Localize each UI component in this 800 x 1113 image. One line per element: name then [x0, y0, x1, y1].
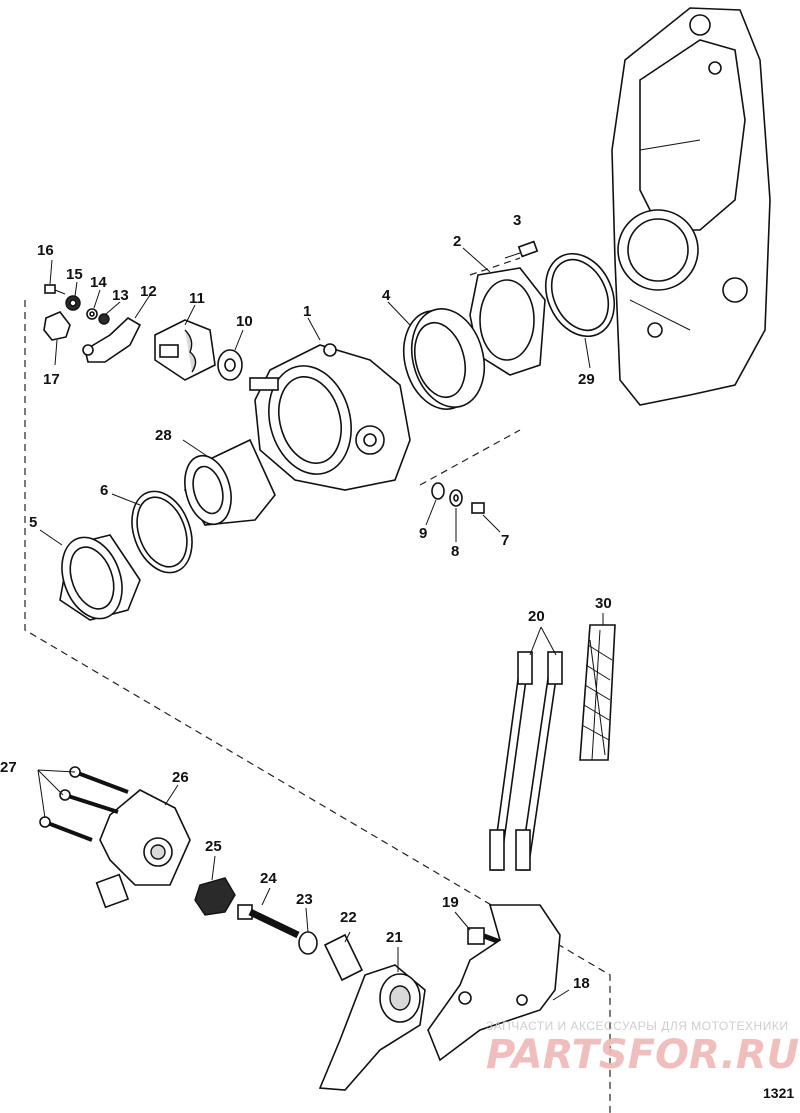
- part-7-screw: [471, 502, 485, 514]
- part-17-spacer: [43, 311, 71, 341]
- part-30-mesh-sleeve: [579, 624, 616, 761]
- part-11-bracket-spring: [154, 319, 216, 381]
- part-16-screw: [44, 284, 66, 295]
- callout-labels: 1 2 3 4 5 6 7 8 9 10 11 12 13 14 15 16 1…: [0, 212, 612, 992]
- callout-22: 22: [340, 909, 357, 926]
- part-9-washer: [431, 482, 445, 500]
- callout-14: 14: [90, 274, 107, 291]
- part-14-washer: [86, 308, 98, 320]
- callout-6: 6: [100, 482, 108, 499]
- callout-1: 1: [303, 303, 311, 320]
- watermark: ЗАПЧАСТИ И АКСЕССУАРЫ ДЛЯ МОТОТЕХНИКИ PA…: [486, 1019, 799, 1078]
- callout-5: 5: [29, 514, 37, 531]
- watermark-logo: PARTSFOR.RU: [486, 1032, 799, 1078]
- part-13-nut: [98, 313, 110, 325]
- callout-12: 12: [140, 283, 157, 300]
- part-29-clamp-ring: [544, 252, 616, 338]
- callout-29: 29: [578, 371, 595, 388]
- part-1-housing: [249, 343, 411, 491]
- part-5-bellows: [59, 534, 141, 621]
- part-6-band: [131, 490, 193, 574]
- callout-28: 28: [155, 427, 172, 444]
- part-24-pin: [237, 904, 300, 939]
- callout-7: 7: [501, 532, 509, 549]
- figure-number: 1321: [763, 1085, 794, 1101]
- callout-9: 9: [419, 525, 427, 542]
- part-27-screws: [39, 766, 129, 842]
- part-2-gasket: [469, 267, 546, 376]
- watermark-tagline: ЗАПЧАСТИ И АКСЕССУАРЫ ДЛЯ МОТОТЕХНИКИ: [486, 1019, 788, 1033]
- callout-27: 27: [0, 759, 17, 776]
- callout-11: 11: [189, 290, 205, 307]
- part-8-washer: [449, 489, 463, 507]
- callout-15: 15: [66, 266, 83, 283]
- callout-17: 17: [43, 371, 60, 388]
- part-4-seal: [403, 308, 485, 410]
- callout-25: 25: [205, 838, 222, 855]
- leader-lines: [37, 247, 604, 1001]
- callout-18: 18: [573, 975, 590, 992]
- part-15-nut: [65, 295, 81, 311]
- part-18-bracket: [427, 904, 561, 1062]
- callout-10: 10: [236, 313, 253, 330]
- callout-19: 19: [442, 894, 459, 911]
- callout-8: 8: [451, 543, 459, 560]
- part-20-hoses: [489, 651, 563, 871]
- callout-13: 13: [112, 287, 129, 304]
- part-12-lever: [82, 317, 142, 363]
- part-19-bolt: [467, 927, 501, 945]
- part-26-actuator: [95, 789, 191, 909]
- part-10-washer: [217, 349, 243, 381]
- part-25-cam: [194, 877, 236, 916]
- exhaust-housing: [611, 7, 771, 406]
- callout-20: 20: [528, 608, 545, 625]
- callout-26: 26: [172, 769, 189, 786]
- callout-21: 21: [386, 929, 403, 946]
- callout-24: 24: [260, 870, 277, 887]
- part-28-cone: [184, 438, 276, 526]
- callout-2: 2: [453, 233, 461, 250]
- part-22-bushing: [323, 933, 364, 982]
- callout-3: 3: [513, 212, 521, 229]
- callout-4: 4: [382, 287, 391, 304]
- assembly-guide-lines: [24, 257, 611, 1113]
- callout-23: 23: [296, 891, 313, 908]
- part-21-lever-arm: [318, 964, 426, 1091]
- callout-16: 16: [37, 242, 54, 259]
- callout-30: 30: [595, 595, 612, 612]
- part-23-washer: [298, 931, 318, 955]
- part-3-screw: [504, 240, 539, 259]
